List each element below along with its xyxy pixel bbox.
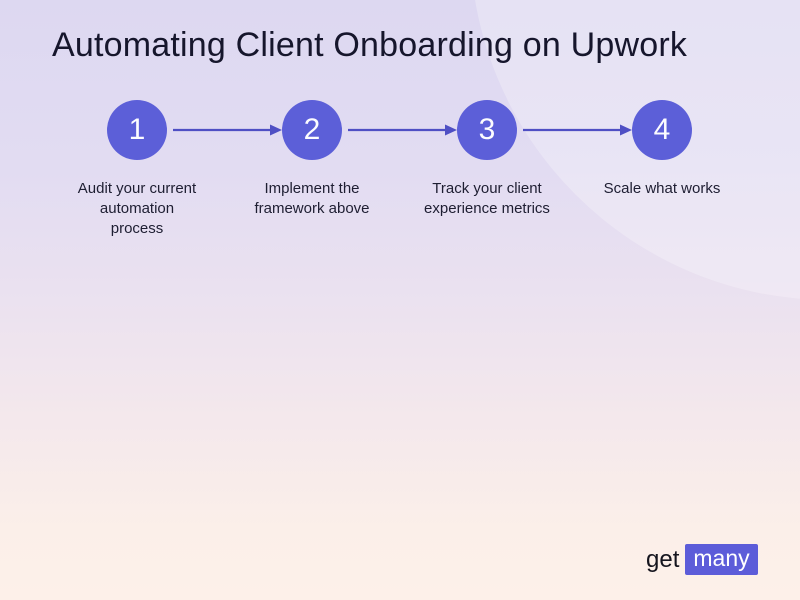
logo-text-get: get [646,545,680,573]
step-4-label: Scale what works [603,180,721,197]
step-2: 2 Implement the framework above [224,100,400,219]
step-3-circle: 3 [457,100,517,160]
step-2-number: 2 [303,113,321,146]
step-3-label: Track your client experience metrics [424,180,550,217]
arrow-right-icon [348,124,457,136]
arrow-right-icon [173,124,282,136]
step-4: 4 Scale what works [574,100,750,199]
step-4-circle: 4 [632,100,692,160]
step-2-circle: 2 [282,100,342,160]
getmany-logo: get many [646,544,758,575]
step-3-number: 3 [478,113,496,146]
step-1-circle: 1 [107,100,167,160]
step-1: 1 Audit your current automation process [49,100,225,239]
step-1-number: 1 [128,113,146,146]
step-2-label: Implement the framework above [254,180,370,217]
logo-badge-many: many [685,544,758,575]
arrow-right-icon [523,124,632,136]
step-1-label: Audit your current automation process [77,180,197,237]
step-4-number: 4 [653,113,671,146]
slide-title: Automating Client Onboarding on Upwork [52,26,688,64]
step-3: 3 Track your client experience metrics [399,100,575,219]
